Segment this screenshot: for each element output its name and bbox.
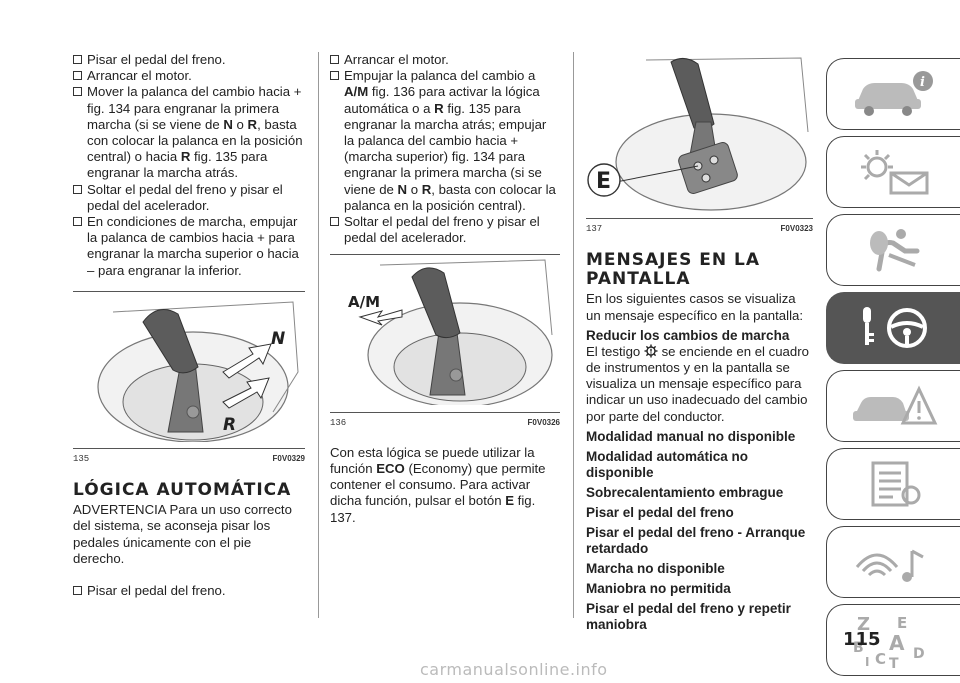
message-item: Modalidad manual no disponible bbox=[586, 428, 796, 444]
chapter-sidebar: i bbox=[826, 58, 960, 682]
maintenance-list-icon bbox=[871, 461, 920, 507]
tab-multimedia[interactable] bbox=[826, 526, 960, 598]
figure-code: F0V0326 bbox=[527, 417, 560, 427]
figure-code: F0V0323 bbox=[780, 224, 813, 234]
figure-code: F0V0329 bbox=[272, 454, 305, 464]
warning-light-paragraph: El testigo se enciende en el cuadro de i… bbox=[586, 343, 809, 424]
warning-lights-icon bbox=[860, 150, 928, 195]
step-item: Arrancar el motor. bbox=[73, 68, 305, 84]
step-item: Pisar el pedal del freno. bbox=[73, 52, 305, 68]
svg-text:C: C bbox=[875, 650, 886, 668]
column-1: Pisar el pedal del freno. Arrancar el mo… bbox=[73, 52, 305, 599]
gear-r-label: R bbox=[434, 100, 444, 116]
figure-label-n: N bbox=[271, 329, 285, 349]
multimedia-icon bbox=[855, 549, 924, 582]
message-item: Pisar el pedal del freno - Arranque reta… bbox=[586, 524, 806, 556]
svg-text:D: D bbox=[913, 646, 925, 662]
gear-r-label: R bbox=[421, 181, 432, 197]
eco-paragraph: Con esta lógica se puede utilizar la fun… bbox=[330, 444, 546, 525]
tab-maintenance[interactable] bbox=[826, 448, 960, 520]
column-3: E 137 F0V0323 MENSAJES EN LA PANTALLA En… bbox=[586, 52, 813, 633]
svg-text:E: E bbox=[897, 614, 907, 632]
figure-number: 137 bbox=[586, 224, 603, 235]
section-heading: MENSAJES EN LA PANTALLA bbox=[586, 250, 761, 290]
gear-warning-icon bbox=[644, 344, 658, 358]
column-divider bbox=[573, 52, 574, 618]
tab-index[interactable]: Z E B A C D T I bbox=[826, 604, 960, 676]
watermark: carmanualsonline.info bbox=[420, 660, 608, 679]
tab-emergency[interactable] bbox=[826, 370, 960, 442]
figure-label-r: R bbox=[223, 415, 236, 435]
message-item: Maniobra no permitida bbox=[586, 580, 731, 596]
tab-warning-lights[interactable] bbox=[826, 136, 960, 208]
gear-r-label: R bbox=[247, 116, 258, 132]
figure-136: A/M 136 F0V0326 bbox=[330, 254, 560, 430]
svg-text:A: A bbox=[889, 631, 905, 655]
step-item: En condiciones de marcha, empujar la pal… bbox=[73, 214, 305, 279]
airbag-seat-icon bbox=[869, 229, 919, 272]
button-e-label: E bbox=[505, 493, 515, 509]
gear-r-label: R bbox=[180, 149, 191, 165]
page-number: 115 bbox=[843, 629, 881, 650]
column-divider bbox=[318, 52, 319, 618]
tab-car-info[interactable]: i bbox=[826, 58, 960, 130]
svg-text:i: i bbox=[920, 75, 925, 90]
svg-text:Z: Z bbox=[857, 614, 870, 635]
gear-lever-illustration: N R bbox=[97, 301, 299, 443]
message-item: Marcha no disponible bbox=[586, 560, 725, 576]
svg-text:T: T bbox=[889, 656, 899, 670]
tab-airbag[interactable] bbox=[826, 214, 960, 286]
figure-number: 136 bbox=[330, 417, 347, 428]
emergency-triangle-icon bbox=[852, 385, 937, 425]
step-item: Mover la palanca del cambio hacia + fig.… bbox=[73, 84, 305, 181]
message-item: Pisar el pedal del freno bbox=[586, 504, 734, 520]
svg-text:B: B bbox=[853, 640, 864, 656]
step-item: Soltar el pedal del freno y pisar el ped… bbox=[330, 214, 560, 246]
column-2: Arrancar el motor. Empujar la palanca de… bbox=[330, 52, 560, 526]
section-heading: LÓGICA AUTOMÁTICA bbox=[73, 480, 292, 501]
car-info-icon: i bbox=[854, 71, 933, 116]
step-item: Pisar el pedal del freno. bbox=[73, 583, 305, 599]
message-item: Pisar el pedal del freno y repetir manio… bbox=[586, 600, 791, 632]
tab-starting-driving[interactable] bbox=[826, 292, 960, 364]
figure-label-e: E bbox=[596, 169, 611, 194]
figure-caption: 135 F0V0329 bbox=[73, 448, 305, 467]
gear-am-label: A/M bbox=[344, 84, 369, 100]
figure-137: E 137 F0V0323 bbox=[586, 52, 813, 237]
step-item: Arrancar el motor. bbox=[330, 52, 560, 68]
message-item: Sobrecalentamiento embrague bbox=[586, 484, 784, 500]
message-item: Modalidad automática no disponible bbox=[586, 448, 749, 480]
gear-n-label: N bbox=[397, 181, 408, 197]
eco-button-illustration: E bbox=[587, 57, 809, 211]
gear-lever-am-illustration: A/M bbox=[348, 259, 553, 409]
eco-label: ECO bbox=[376, 461, 405, 477]
svg-text:I: I bbox=[865, 655, 869, 669]
figure-caption: 137 F0V0323 bbox=[586, 218, 813, 237]
gear-n-label: N bbox=[223, 116, 233, 132]
steering-key-icon bbox=[862, 307, 927, 348]
figure-number: 135 bbox=[73, 454, 90, 465]
warning-paragraph: ADVERTENCIA Para un uso correcto del sis… bbox=[73, 502, 292, 566]
subheading: Reducir los cambios de marcha bbox=[586, 327, 790, 343]
alphabetical-index-icon: Z E B A C D T I bbox=[853, 614, 925, 670]
intro-paragraph: En los siguientes casos se visualiza un … bbox=[586, 291, 804, 323]
figure-label-am: A/M bbox=[348, 293, 380, 311]
figure-caption: 136 F0V0326 bbox=[330, 411, 560, 431]
figure-135: N R 135 F0V0329 bbox=[73, 290, 305, 467]
step-item: Soltar el pedal del freno y pisar el ped… bbox=[73, 182, 305, 214]
step-item: Empujar la palanca del cambio a A/M fig.… bbox=[330, 68, 560, 214]
